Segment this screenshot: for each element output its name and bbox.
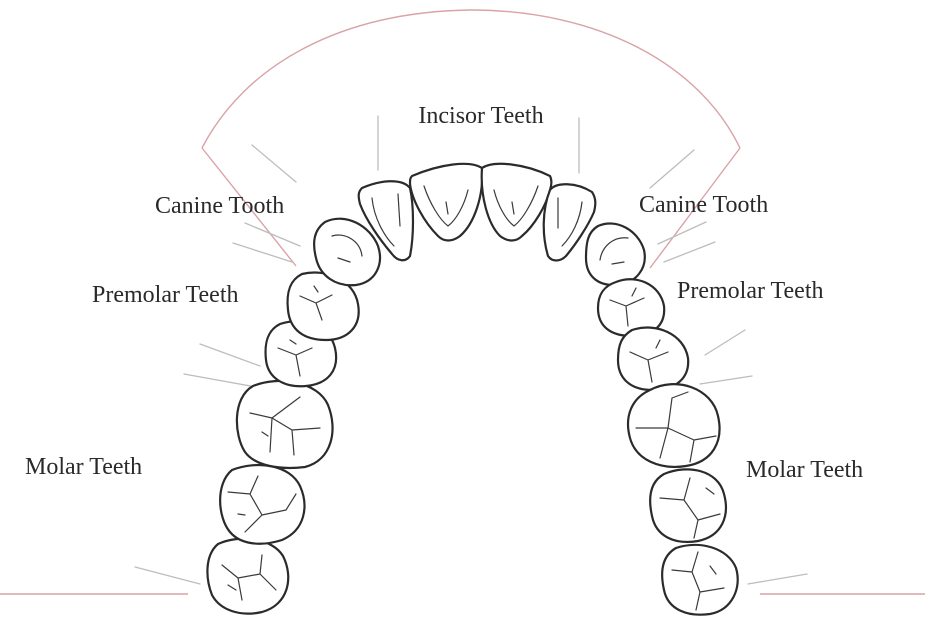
leader-molar-right [748,574,807,584]
left-arch [207,164,482,614]
leader-premolar-right-1 [705,330,745,355]
premolar-right-2 [618,328,688,390]
molar-right-1 [628,384,719,467]
label-canine-tooth-left: Canine Tooth [155,193,284,219]
label-incisor-teeth: Incisor Teeth [418,103,543,129]
leader-canine-left-3 [233,243,292,262]
molar-left-1 [237,381,333,468]
leader-molar-left [135,567,200,584]
leader-canine-right-3 [664,242,715,262]
right-arch [482,164,738,615]
label-canine-tooth-right: Canine Tooth [639,192,768,218]
leader-canine-left-1 [252,145,296,182]
molar-left-2 [220,465,304,544]
canine-left [314,219,380,286]
leader-premolar-left-1 [200,344,260,366]
leader-canine-left-2 [245,223,300,246]
molar-right-3 [662,545,738,615]
leader-premolar-left-2 [184,374,256,387]
label-molar-teeth-left: Molar Teeth [25,454,142,480]
leader-premolar-right-2 [700,376,752,384]
molar-right-2 [650,469,726,542]
label-premolar-teeth-left: Premolar Teeth [92,282,239,308]
canine-right [586,223,645,285]
central-incisor-left [410,164,482,241]
labels: Incisor Teeth Canine Tooth Canine Tooth … [25,103,863,483]
leader-canine-right-1 [650,150,694,188]
central-incisor-right [482,164,552,241]
label-molar-teeth-right: Molar Teeth [746,457,863,483]
molar-left-3 [207,539,288,614]
label-premolar-teeth-right: Premolar Teeth [677,278,824,304]
